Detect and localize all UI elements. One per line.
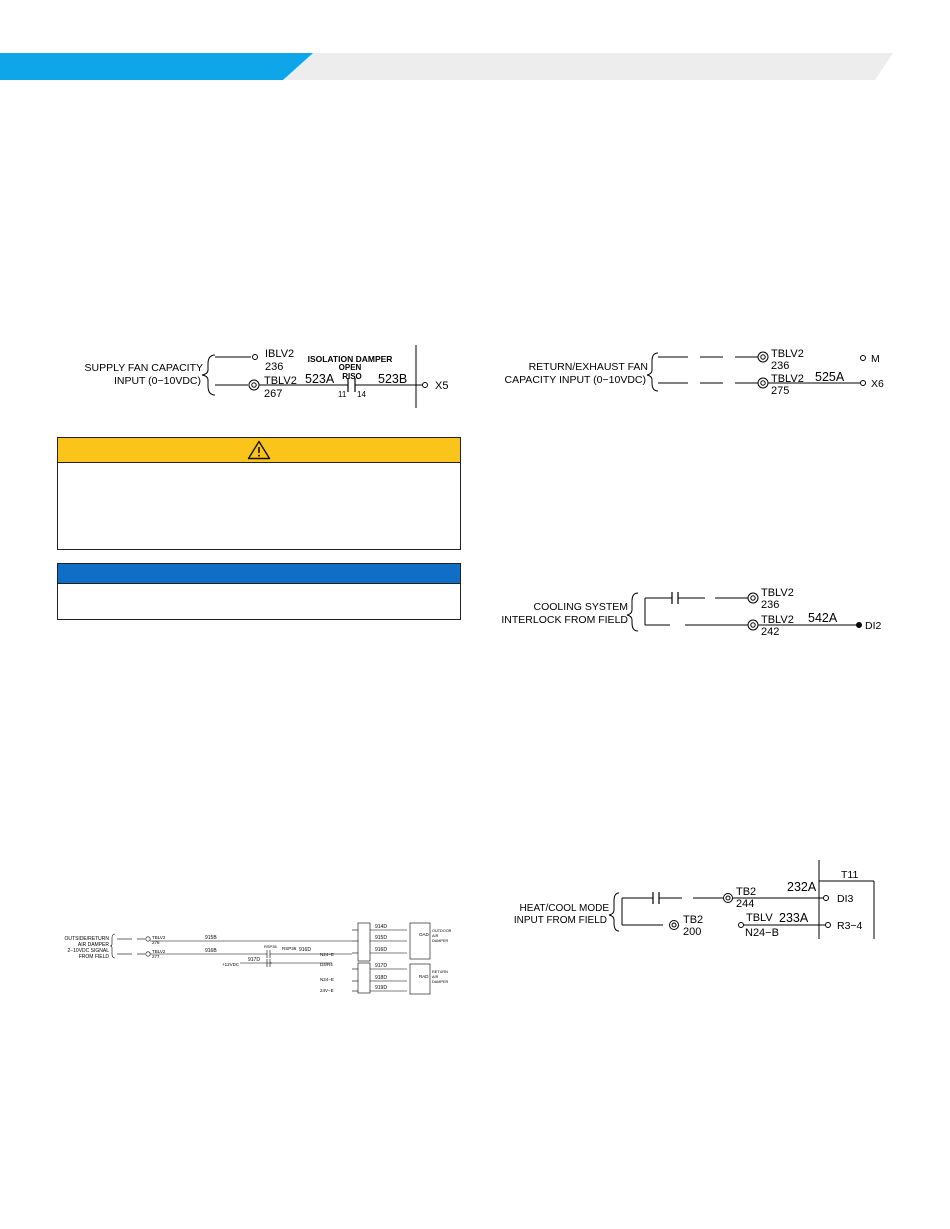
- damper-wire-916b: 916B: [205, 948, 217, 954]
- supply-wire-523a: 523A: [305, 372, 335, 386]
- damper-supply-4: 24V−E: [320, 988, 334, 993]
- oad-actuator: [409, 922, 431, 960]
- damper-wire-915b: 915B: [205, 935, 217, 941]
- damper-supply-2: D4/R4: [320, 962, 333, 967]
- heat-cool-mode-diagram: HEAT/COOL MODE INPUT FROM FIELD TB2 244 …: [495, 855, 895, 945]
- supply-tb-top: IBLV2: [265, 348, 294, 360]
- return-tb-top-num: 236: [771, 360, 789, 372]
- return-fan-label-1: RETURN/EXHAUST FAN: [529, 361, 648, 373]
- cooling-tb-bot-num: 242: [761, 626, 779, 638]
- heatcool-tb-mid-num: 200: [683, 926, 701, 938]
- return-wire-525a: 525A: [815, 370, 845, 384]
- heatcool-tb-top-num: 244: [736, 898, 754, 910]
- damper-supply-1: N24−E: [320, 952, 334, 957]
- heatcool-label-2: INPUT FROM FIELD: [514, 915, 607, 926]
- damper-tb2: TBLV2: [152, 949, 166, 954]
- damper-relay-top: RSP36: [264, 944, 277, 949]
- rad-wire-1: 917D: [375, 963, 387, 969]
- return-fan-diagram: RETURN/EXHAUST FAN CAPACITY INPUT (0−10V…: [495, 340, 895, 400]
- oad-label: OAD: [419, 932, 430, 937]
- rad-actuator: [409, 963, 431, 995]
- heatcool-block-t11: T11: [841, 869, 858, 881]
- caution-box: [57, 437, 461, 550]
- supply-relay-label: RISO: [342, 372, 362, 381]
- header-blue-stripe: [0, 53, 313, 80]
- supply-fan-label-1: SUPPLY FAN CAPACITY: [85, 362, 203, 374]
- cooling-tb-top-num: 236: [761, 599, 779, 611]
- damper-wire-916d: 916D: [299, 947, 311, 953]
- cooling-interlock-diagram: COOLING SYSTEM INTERLOCK FROM FIELD TBLV…: [495, 580, 895, 645]
- oad-wire-1: 914D: [375, 924, 387, 930]
- rad-name-2: AIR: [432, 975, 439, 979]
- return-tb-bot-num: 275: [771, 385, 789, 397]
- notice-header: [58, 564, 460, 584]
- oad-wire-2: 915D: [375, 935, 387, 941]
- supply-damper-label-1: ISOLATION DAMPER: [308, 354, 393, 364]
- rad-name-1: RETURN: [432, 970, 448, 974]
- oad-name-2: AIR: [432, 934, 439, 938]
- heatcool-wire-232a: 232A: [787, 880, 817, 894]
- supply-contact-14: 14: [357, 390, 366, 399]
- oad-wire-3: 916D: [375, 947, 387, 953]
- caution-header: [58, 438, 460, 463]
- cooling-wire-542a: 542A: [808, 611, 838, 625]
- heatcool-tb-right: TBLV: [746, 912, 773, 924]
- supply-tb-top-num: 236: [265, 361, 283, 373]
- rad-wire-3: 919D: [375, 985, 387, 991]
- rad-wire-2: 918D: [375, 975, 387, 981]
- header-band: [0, 0, 950, 90]
- damper-label-3: 2−10VDC SIGNAL: [67, 948, 109, 954]
- supply-contact-11: 11: [338, 390, 347, 399]
- damper-voltage: +12VDC: [222, 962, 240, 967]
- damper-tb1-num: 276: [152, 940, 160, 945]
- heatcool-term-di3: DI3: [837, 893, 854, 905]
- cooling-terminal-di2: DI2: [865, 620, 882, 632]
- damper-tb2-num: 277: [152, 954, 160, 959]
- heatcool-wire-233a: 233A: [779, 911, 809, 925]
- damper-supply-3: N24−E: [320, 977, 334, 982]
- cooling-label-2: INTERLOCK FROM FIELD: [501, 614, 628, 626]
- damper-relay-bot: RSP36: [282, 946, 297, 951]
- cooling-label-1: COOLING SYSTEM: [533, 601, 628, 613]
- supply-fan-label-2: INPUT (0−10VDC): [114, 375, 201, 387]
- supply-wire-523b: 523B: [378, 372, 407, 386]
- rad-label: RAD: [419, 974, 429, 979]
- return-tb-top: TBLV2: [771, 348, 804, 360]
- heatcool-label-1: HEAT/COOL MODE: [520, 903, 610, 914]
- heatcool-tb-right-sub: N24−B: [745, 927, 779, 939]
- damper-wire-917d: 917D: [248, 957, 260, 963]
- supply-terminal-x5: X5: [435, 380, 448, 392]
- heatcool-term-r3-4: R3−4: [837, 920, 863, 932]
- return-fan-label-2: CAPACITY INPUT (0−10VDC): [505, 374, 647, 386]
- cooling-tb-top: TBLV2: [761, 587, 794, 599]
- rad-name-3: DAMPER: [432, 980, 449, 984]
- heatcool-tb-mid: TB2: [683, 914, 703, 926]
- supply-damper-label-2: OPEN: [339, 363, 362, 372]
- return-tb-bot: TBLV2: [771, 373, 804, 385]
- return-terminal-x6: X6: [871, 378, 884, 390]
- heatcool-tb-top: TB2: [736, 886, 756, 898]
- air-damper-diagram: OUTSIDE/RETURN AIR DAMPER 2−10VDC SIGNAL…: [62, 918, 462, 998]
- supply-tb-bot: TBLV2: [264, 375, 297, 387]
- return-terminal-m: M: [871, 353, 880, 365]
- warning-triangle-icon: [247, 440, 271, 460]
- supply-tb-bot-num: 267: [264, 388, 282, 400]
- damper-label-2: AIR DAMPER: [78, 942, 110, 948]
- header-gray-stripe: [285, 53, 893, 80]
- damper-label-4: FROM FIELD: [79, 954, 110, 960]
- damper-label-1: OUTSIDE/RETURN: [65, 936, 110, 942]
- supply-fan-diagram: SUPPLY FAN CAPACITY INPUT (0−10VDC) IBLV…: [55, 340, 475, 410]
- damper-tb1: TBLV2: [152, 935, 166, 940]
- oad-name-3: DAMPER: [432, 939, 449, 943]
- oad-name-1: OUTDOOR: [432, 929, 452, 933]
- notice-box: [57, 563, 461, 620]
- cooling-tb-bot: TBLV2: [761, 614, 794, 626]
